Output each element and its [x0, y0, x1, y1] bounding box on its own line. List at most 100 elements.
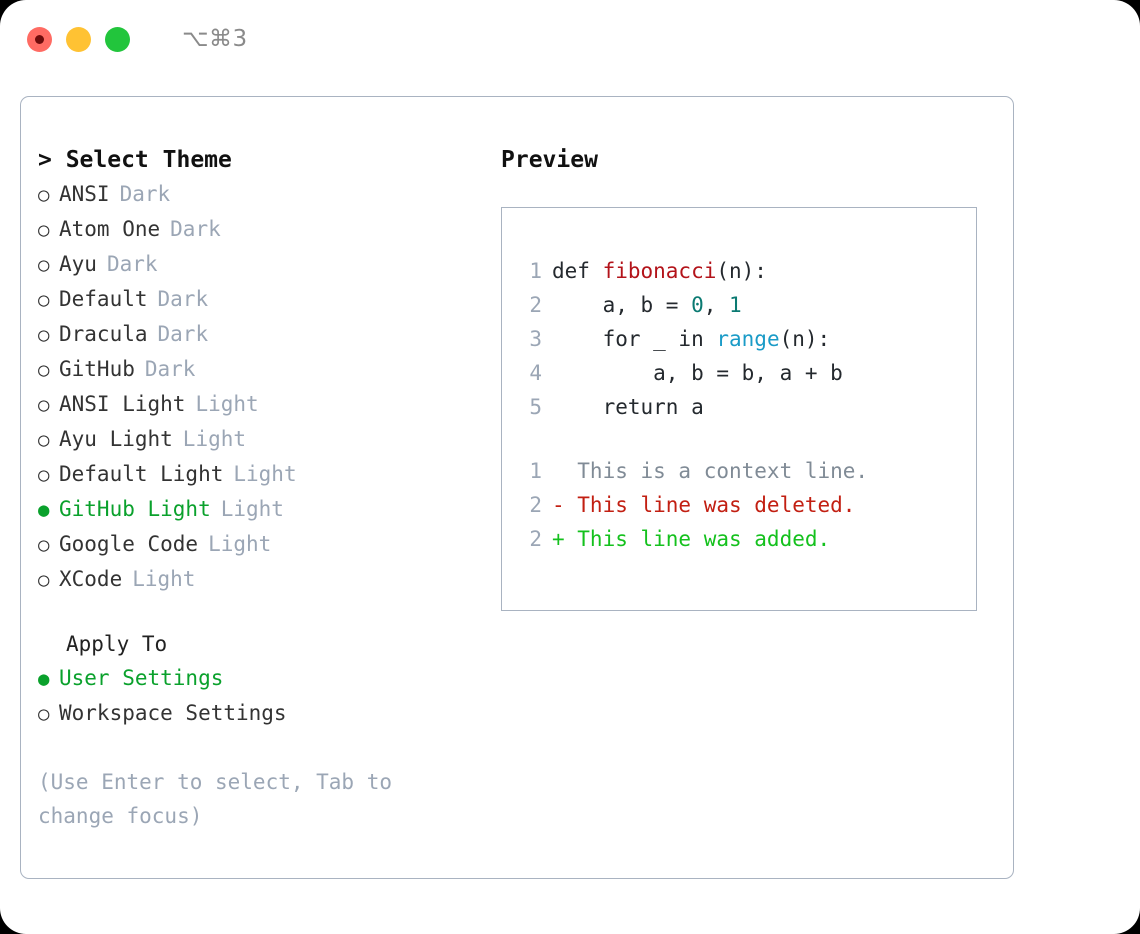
- code-token: (n):: [716, 259, 767, 283]
- theme-list-item[interactable]: ● GitHub Light Light: [38, 492, 488, 527]
- diff-line-text: + This line was added.: [552, 527, 831, 551]
- radio-unselected-icon: ○: [38, 359, 50, 381]
- theme-variant-tag: Light: [132, 567, 196, 591]
- theme-name: Default Light: [59, 462, 224, 486]
- code-line-text: a, b = 0, 1: [552, 288, 742, 322]
- close-button[interactable]: [27, 26, 52, 52]
- radio-unselected-icon: ○: [38, 464, 50, 486]
- code-line: 5 return a: [516, 390, 968, 424]
- code-token: def: [552, 259, 603, 283]
- theme-variant-tag: Light: [220, 497, 284, 521]
- code-diff-spacer: [516, 424, 968, 454]
- theme-list-item[interactable]: ○ Default Dark: [38, 282, 488, 317]
- line-number: 2: [529, 493, 542, 517]
- theme-variant-tag: Dark: [144, 357, 196, 381]
- apply-to-heading: Apply To: [66, 632, 168, 656]
- radio-unselected-icon: ○: [38, 394, 50, 416]
- code-token: a, b =: [552, 293, 692, 317]
- theme-variant-tag: Dark: [170, 217, 221, 241]
- line-number: 5: [529, 395, 542, 419]
- code-line: 3 for _ in range(n):: [516, 322, 968, 356]
- code-token: (n):: [779, 327, 831, 351]
- radio-unselected-icon: ○: [38, 254, 50, 276]
- theme-name: XCode: [59, 567, 123, 591]
- radio-unselected-icon: ○: [38, 703, 50, 725]
- diff-line: 2 + This line was added.: [516, 522, 968, 556]
- select-theme-header: > Select Theme: [38, 147, 232, 173]
- theme-list-item[interactable]: ○ ANSI Dark: [38, 177, 488, 212]
- apply-to-option[interactable]: ○Workspace Settings: [38, 696, 488, 731]
- code-token: for _ in: [552, 327, 717, 351]
- radio-unselected-icon: ○: [38, 184, 50, 206]
- code-line: 2 a, b = 0, 1: [516, 288, 968, 322]
- theme-name: ANSI Light: [59, 392, 186, 416]
- line-number: 2: [529, 527, 542, 551]
- radio-unselected-icon: ○: [38, 569, 50, 591]
- apply-to-list[interactable]: ● User Settings ○Workspace Settings: [38, 661, 488, 731]
- diff-line-text: This is a context line.: [552, 459, 869, 483]
- theme-variant-tag: Dark: [157, 322, 209, 346]
- code-token: fibonacci: [602, 259, 717, 283]
- line-number: 4: [529, 361, 542, 385]
- theme-list-item[interactable]: ○ XCode Light: [38, 562, 488, 597]
- line-number: 1: [529, 259, 542, 283]
- code-token: range: [716, 327, 780, 351]
- apply-to-option[interactable]: ● User Settings: [38, 661, 488, 696]
- theme-name: GitHub Light: [59, 497, 211, 521]
- code-line-text: def fibonacci(n):: [552, 254, 767, 288]
- line-number: 3: [529, 327, 542, 351]
- radio-unselected-icon: ○: [38, 289, 50, 311]
- code-line: 4 a, b = b, a + b: [516, 356, 968, 390]
- diff-lines: 1 This is a context line.2- This line wa…: [516, 454, 968, 556]
- theme-variant-tag: Light: [233, 462, 297, 486]
- code-line-text: a, b = b, a + b: [552, 356, 843, 390]
- window-controls: [27, 26, 130, 52]
- radio-selected-icon: ●: [38, 499, 50, 521]
- theme-variant-tag: Light: [182, 427, 247, 451]
- code-token: ,: [703, 293, 730, 317]
- line-number: 2: [529, 293, 542, 317]
- minimize-button[interactable]: [66, 26, 91, 52]
- line-number: 1: [529, 459, 542, 483]
- theme-variant-tag: Dark: [119, 182, 171, 206]
- diff-line: 1 This is a context line.: [516, 454, 968, 488]
- theme-name: Google Code: [59, 532, 199, 556]
- theme-name: Default: [59, 287, 148, 311]
- diff-line: 2- This line was deleted.: [516, 488, 968, 522]
- theme-list-item[interactable]: ○ Default Light Light: [38, 457, 488, 492]
- apply-to-label: User Settings: [59, 666, 224, 690]
- keyboard-shortcut-label: ⌥⌘3: [182, 25, 248, 52]
- apply-to-section: Apply To ● User Settings ○Workspace Settin…: [38, 627, 488, 731]
- preview-header: Preview: [501, 147, 598, 173]
- theme-variant-tag: Dark: [157, 287, 209, 311]
- theme-name: Dracula: [59, 322, 148, 346]
- theme-name: Ayu: [59, 252, 97, 276]
- code-token: a, b = b, a + b: [552, 361, 843, 385]
- code-token: return a: [552, 395, 704, 419]
- maximize-button[interactable]: [105, 26, 130, 52]
- code-token: 0: [691, 293, 704, 317]
- title-bar: ⌥⌘3: [0, 0, 1140, 78]
- code-token: 1: [729, 293, 742, 317]
- theme-variant-tag: Light: [208, 532, 272, 556]
- code-line: 1 def fibonacci(n):: [516, 254, 968, 288]
- radio-selected-icon: ●: [38, 668, 50, 690]
- code-line-text: return a: [552, 390, 704, 424]
- theme-name: Atom One: [59, 217, 161, 241]
- theme-name: ANSI: [59, 182, 110, 206]
